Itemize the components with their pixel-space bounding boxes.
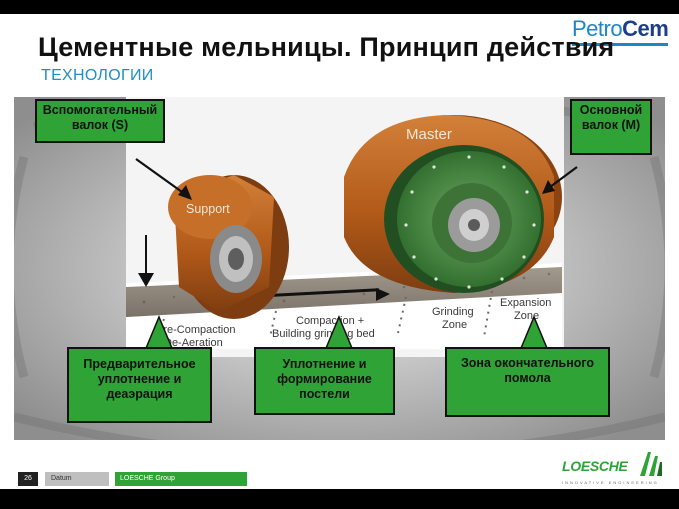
mill-diagram: Support Master Pre-Compaction De-Aeratio… bbox=[14, 97, 665, 440]
page-number: 26 bbox=[18, 472, 38, 486]
callout-precompaction: Предварительное уплотнение и деаэрация bbox=[67, 347, 212, 423]
zone-precompaction-line1: Pre-Compaction bbox=[156, 324, 235, 336]
brand-part2: Cem bbox=[622, 16, 669, 41]
callout-support-roller: Вспомогательный валок (S) bbox=[35, 99, 165, 143]
loesche-emblem-icon bbox=[640, 452, 662, 476]
zone-grinding-line1: Grinding bbox=[432, 306, 474, 318]
loesche-wordmark: LOESCHE bbox=[562, 458, 628, 474]
zone-compaction-line2: Building grinding bed bbox=[272, 328, 375, 340]
bottom-bar bbox=[0, 489, 679, 509]
loesche-logo: LOESCHE INNOVATIVE ENGINEERING bbox=[562, 452, 666, 486]
top-bar bbox=[0, 0, 679, 14]
page-title: Цементные мельницы. Принцип действия bbox=[38, 32, 615, 62]
support-roller: Support bbox=[168, 175, 289, 319]
zone-compaction-line1: Compaction + bbox=[296, 315, 364, 327]
date-field: Datum bbox=[45, 472, 109, 486]
arrow-head-icon bbox=[178, 185, 192, 200]
page-subtitle: ТЕХНОЛОГИИ bbox=[41, 67, 154, 84]
petrocem-logo: PetroCem bbox=[572, 16, 669, 46]
zone-precompaction-line2: De-Aeration bbox=[164, 337, 223, 349]
loesche-tagline: INNOVATIVE ENGINEERING bbox=[562, 480, 659, 485]
arrow-head-icon bbox=[542, 180, 555, 194]
callout-final-grinding: Зона окончательного помола bbox=[445, 347, 610, 417]
callout-master-roller: Основной валок (M) bbox=[570, 99, 652, 155]
support-roller-label: Support bbox=[186, 202, 230, 216]
group-label: LOESCHE Group bbox=[115, 472, 247, 486]
logo-underline bbox=[572, 43, 668, 46]
master-roller: Master bbox=[344, 115, 562, 293]
callout-compaction: Уплотнение и формирование постели bbox=[254, 347, 395, 415]
mill-illustration: Support Master Pre-Compaction De-Aeratio… bbox=[14, 97, 665, 440]
zone-grinding-line2: Zone bbox=[442, 319, 467, 331]
master-roller-label: Master bbox=[406, 126, 452, 143]
brand-part1: Petro bbox=[572, 16, 623, 41]
zone-expansion-line1: Expansion bbox=[500, 297, 551, 309]
